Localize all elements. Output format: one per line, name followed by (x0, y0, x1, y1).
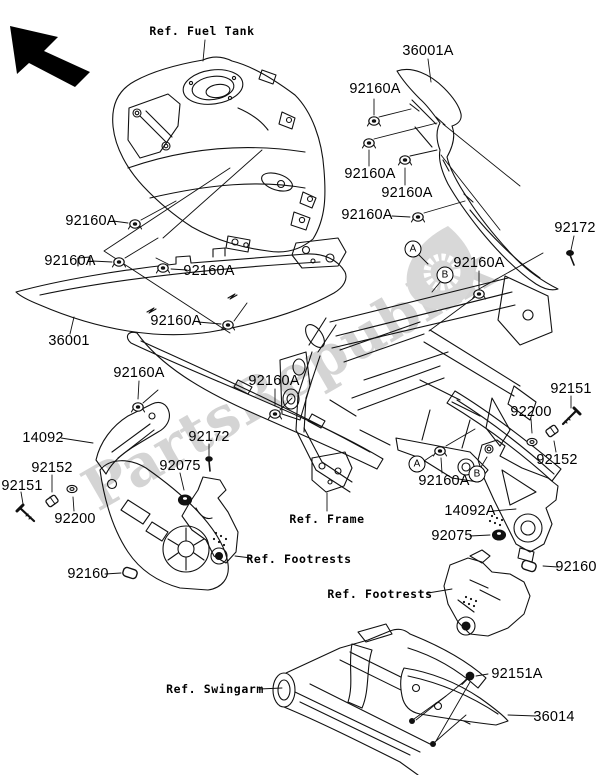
callout-b-bottom: B (468, 465, 486, 483)
frame-drawing (279, 237, 553, 493)
lower-cowl-strip-left (126, 331, 384, 470)
part-label-92160A: 92160A (113, 365, 165, 381)
washer-92200-right (526, 437, 538, 447)
left-footrest-bracket-drawing (95, 401, 229, 591)
left-footrest-drawing (181, 476, 239, 565)
callout-a-top: A (404, 240, 422, 258)
part-label-92160A: 92160A (248, 373, 300, 389)
screw-92151A (461, 671, 475, 685)
collar-92152-right (545, 424, 559, 438)
bolt-92151-left (15, 503, 36, 523)
fuel-tank-drawing (112, 56, 326, 253)
grommet-92075-right (491, 529, 507, 541)
collar-92152-left (45, 494, 59, 508)
screw-92172-left (205, 456, 213, 472)
part-label-36001: 36001 (48, 333, 90, 349)
washer-92200-left (66, 484, 78, 494)
part-label-92152: 92152 (536, 452, 578, 468)
part-label-92160: 92160 (555, 559, 597, 575)
part-label-36001A: 36001A (402, 43, 454, 59)
guard-hole-front (409, 718, 415, 724)
part-label-92200: 92200 (510, 404, 552, 420)
damper-92160-left (122, 566, 138, 580)
swingarm-drawing (272, 623, 487, 775)
right-footrest-bracket-drawing (477, 439, 559, 563)
part-label-92160A: 92160A (341, 207, 393, 223)
part-label-92152: 92152 (31, 460, 73, 476)
part-label-92151A: 92151A (491, 666, 543, 682)
part-label-92160A: 92160A (44, 253, 96, 269)
screw-92172-right (566, 250, 575, 266)
part-label-92075: 92075 (159, 458, 201, 474)
part-label-92200: 92200 (54, 511, 96, 527)
bolt-92151-right (561, 406, 582, 426)
guard-hole-rear (430, 741, 436, 747)
grommet-92075-left (177, 494, 193, 506)
ref-fuel-tank-label: Ref. Fuel Tank (149, 24, 255, 38)
right-cowl-drawing (396, 69, 559, 291)
part-label-92172: 92172 (554, 220, 596, 236)
ref-swingarm-label: Ref. Swingarm (166, 682, 264, 696)
damper-92160-right (521, 559, 537, 573)
direction-arrow-icon (10, 26, 90, 87)
part-label-92160A: 92160A (183, 263, 235, 279)
left-cowl-drawing (15, 247, 347, 336)
ref-footrests-left-label: Ref. Footrests (246, 552, 352, 566)
part-label-92160A: 92160A (418, 473, 470, 489)
part-label-92160A: 92160A (349, 81, 401, 97)
part-label-92151: 92151 (1, 478, 43, 494)
part-label-92160A: 92160A (453, 255, 505, 271)
part-label-92160: 92160 (67, 566, 109, 582)
right-footrest-drawing (443, 549, 531, 637)
ref-frame-label: Ref. Frame (289, 512, 365, 526)
part-label-92160A: 92160A (150, 313, 202, 329)
ref-footrests-right-label: Ref. Footrests (327, 587, 433, 601)
part-label-14092: 14092 (22, 430, 64, 446)
part-label-36014: 36014 (533, 709, 575, 725)
part-label-92172: 92172 (188, 429, 230, 445)
part-label-92160A: 92160A (381, 185, 433, 201)
callout-b-top: B (436, 266, 454, 284)
part-label-92075: 92075 (431, 528, 473, 544)
part-label-92160A: 92160A (65, 213, 117, 229)
part-label-92160A: 92160A (344, 166, 396, 182)
association-lines (103, 98, 544, 742)
callout-a-bottom: A (408, 455, 426, 473)
part-label-92151: 92151 (550, 381, 592, 397)
part-label-14092A: 14092A (444, 503, 496, 519)
leader-lines (20, 39, 575, 717)
